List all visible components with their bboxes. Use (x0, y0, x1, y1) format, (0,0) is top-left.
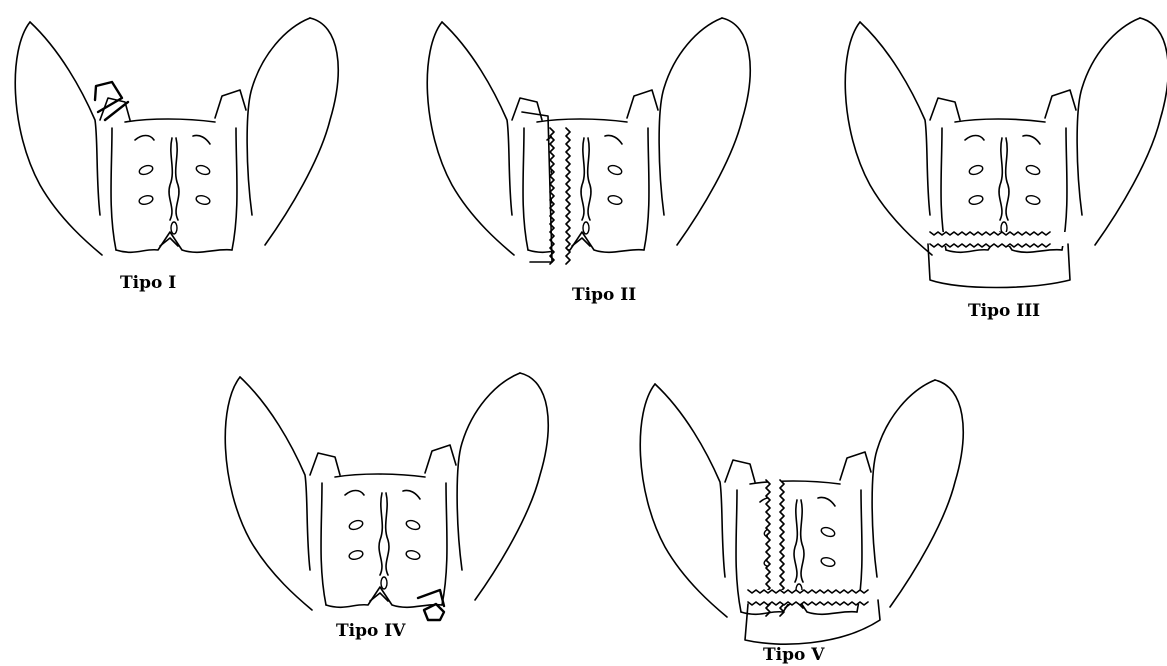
figure-label: Tipo IV (336, 621, 406, 641)
fracture-edge (418, 590, 444, 606)
figure-label: Tipo V (763, 645, 825, 665)
pelvis-drawing-3 (845, 18, 1167, 255)
figure-tipo-i: Tipo I (15, 18, 338, 293)
pelvis-drawing-2 (427, 18, 750, 255)
figure-tipo-ii: Tipo II (427, 18, 750, 305)
pelvis-drawing-1 (15, 18, 338, 255)
figure-tipo-v: Tipo V (640, 380, 963, 665)
avulsion-fragment (95, 82, 122, 112)
avulsion-fragment (424, 604, 444, 620)
figure-label: Tipo II (572, 285, 636, 305)
pelvis-drawing-4 (225, 373, 548, 610)
figure-label: Tipo III (968, 301, 1040, 321)
figure-tipo-iii: Tipo III (845, 18, 1167, 321)
pelvis-drawing-5 (640, 380, 963, 617)
lower-fragment (745, 600, 880, 644)
figure-tipo-iv: Tipo IV (225, 373, 548, 641)
figure-label: Tipo I (120, 273, 176, 293)
